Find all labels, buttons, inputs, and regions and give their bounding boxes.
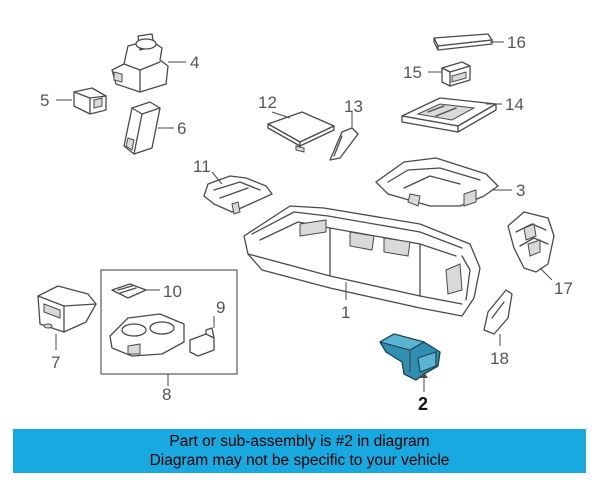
part-2-highlighted[interactable] (379, 333, 441, 392)
part-12-panel[interactable] (267, 111, 335, 153)
callout-3: 3 (516, 181, 525, 200)
callout-11: 11 (193, 157, 211, 176)
callout-2: 2 (418, 394, 428, 414)
callout-4: 4 (190, 53, 199, 72)
callout-5: 5 (40, 91, 49, 110)
callout-10: 10 (163, 282, 182, 301)
part-4-shifter-module[interactable] (111, 33, 186, 93)
part-5-switch[interactable] (56, 87, 107, 115)
banner-line-1: Part or sub-assembly is #2 in diagram (169, 433, 430, 450)
part-13-strip[interactable] (329, 112, 359, 161)
callout-14: 14 (505, 95, 524, 114)
callout-15: 15 (403, 63, 422, 82)
callout-7: 7 (51, 353, 60, 372)
part-17-vent-panel[interactable] (507, 211, 555, 281)
part-18-trim-piece[interactable] (483, 289, 513, 346)
callout-6: 6 (177, 119, 186, 138)
parts-diagram: 4 5 6 12 13 16 (37, 33, 573, 414)
callout-12: 12 (258, 93, 277, 112)
part-7-cup-holder-insert[interactable] (37, 285, 97, 350)
callout-18: 18 (490, 349, 509, 368)
part-16-lid[interactable] (433, 33, 504, 51)
part-3-armrest[interactable] (375, 157, 512, 207)
part-1-center-console[interactable] (243, 205, 481, 317)
part-11-bracket[interactable] (203, 171, 273, 215)
info-banner: Part or sub-assembly is #2 in diagram Di… (13, 429, 586, 473)
callout-8: 8 (162, 385, 171, 404)
banner-line-2: Diagram may not be specific to your vehi… (149, 452, 450, 469)
part-6-cover[interactable] (123, 101, 174, 155)
callout-17: 17 (554, 279, 573, 298)
callout-1: 1 (341, 303, 350, 322)
part-15-clip[interactable] (428, 61, 471, 87)
callout-16: 16 (507, 33, 526, 52)
callout-9: 9 (216, 298, 225, 317)
callout-13: 13 (344, 97, 363, 116)
part-14-tray[interactable] (401, 97, 502, 133)
part-8-assembly-group[interactable] (100, 269, 238, 386)
